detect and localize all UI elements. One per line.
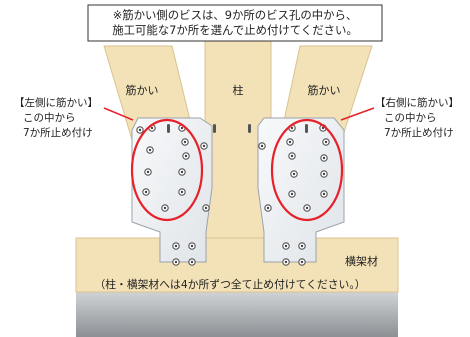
screw-hole-left-6-center xyxy=(184,154,188,158)
callout-right-title: 【右側に筋かい】 xyxy=(375,96,459,109)
screw-hole-left-1-center xyxy=(138,128,142,132)
screw-hole-column-2-center xyxy=(260,144,264,148)
slot-right xyxy=(305,124,308,133)
screw-hole-left-7-center xyxy=(146,170,150,174)
screw-hole-right-1-center xyxy=(290,126,294,130)
screw-hole-beam-3-center xyxy=(174,260,178,264)
screw-hole-beam-2-center xyxy=(190,244,194,248)
slot-column-right xyxy=(248,124,251,133)
label-beam: 横架材 xyxy=(345,254,378,268)
screw-hole-right-5-center xyxy=(290,154,294,158)
callout-right-line3: 7か所止め付け xyxy=(384,126,454,139)
screw-hole-left-2-center xyxy=(150,126,154,130)
screw-hole-beam-5-center xyxy=(284,244,288,248)
screw-hole-column-3-center xyxy=(204,206,208,210)
plate-right xyxy=(257,117,345,263)
screw-hole-column-4-center xyxy=(266,206,270,210)
screw-hole-beam-7-center xyxy=(284,260,288,264)
screw-hole-left-5-center xyxy=(148,148,152,152)
slot-column-left xyxy=(213,124,216,133)
screw-hole-beam-8-center xyxy=(300,260,304,264)
screw-hole-right-8-center xyxy=(322,172,326,176)
screw-hole-right-7-center xyxy=(292,172,296,176)
screw-hole-right-11-center xyxy=(305,206,309,210)
leader-right xyxy=(340,107,375,121)
screw-hole-right-4-center xyxy=(324,140,328,144)
bottom-note: （柱・横架材へは4か所ずつ全て止め付けてください。） xyxy=(94,277,365,291)
screw-holes xyxy=(136,124,330,266)
label-column: 柱 xyxy=(233,83,244,97)
label-brace-left: 筋かい xyxy=(126,83,159,97)
screw-hole-left-4-center xyxy=(183,140,187,144)
note-line-2: 施工可能な7か所を選んで止め付けてください。 xyxy=(112,23,358,37)
screw-hole-right-9-center xyxy=(290,192,294,196)
slot-left xyxy=(167,124,170,133)
screw-hole-right-3-center xyxy=(288,140,292,144)
callout-left-line3: 7か所止め付け xyxy=(23,126,93,139)
note-box xyxy=(87,4,383,42)
beam xyxy=(75,237,399,293)
screw-hole-right-6-center xyxy=(322,156,326,160)
label-brace-right: 筋かい xyxy=(308,83,341,97)
screw-hole-left-9-center xyxy=(144,190,148,194)
screw-hole-left-3-center xyxy=(180,126,184,130)
screw-hole-beam-4-center xyxy=(190,260,194,264)
screw-hole-left-8-center xyxy=(180,170,184,174)
callout-right-line2: この中から xyxy=(384,111,437,124)
callout-left-line2: この中から xyxy=(23,111,76,124)
leader-left xyxy=(103,107,134,121)
screw-hole-left-11-center xyxy=(163,206,167,210)
note-line-1: ※筋かい側のビスは、9か所のビス孔の中から、 xyxy=(113,8,358,22)
callout-left-title: 【左側に筋かい】 xyxy=(14,96,98,109)
screw-hole-left-10-center xyxy=(180,190,184,194)
highlight-ring-right xyxy=(270,118,344,222)
screw-hole-beam-1-center xyxy=(174,244,178,248)
plate-left xyxy=(131,117,213,263)
foundation xyxy=(76,292,398,337)
screw-hole-right-10-center xyxy=(322,192,326,196)
screw-hole-column-1-center xyxy=(202,144,206,148)
screw-hole-beam-6-center xyxy=(300,244,304,248)
highlight-ring-left xyxy=(130,118,204,222)
screw-hole-right-2-center xyxy=(321,126,325,130)
